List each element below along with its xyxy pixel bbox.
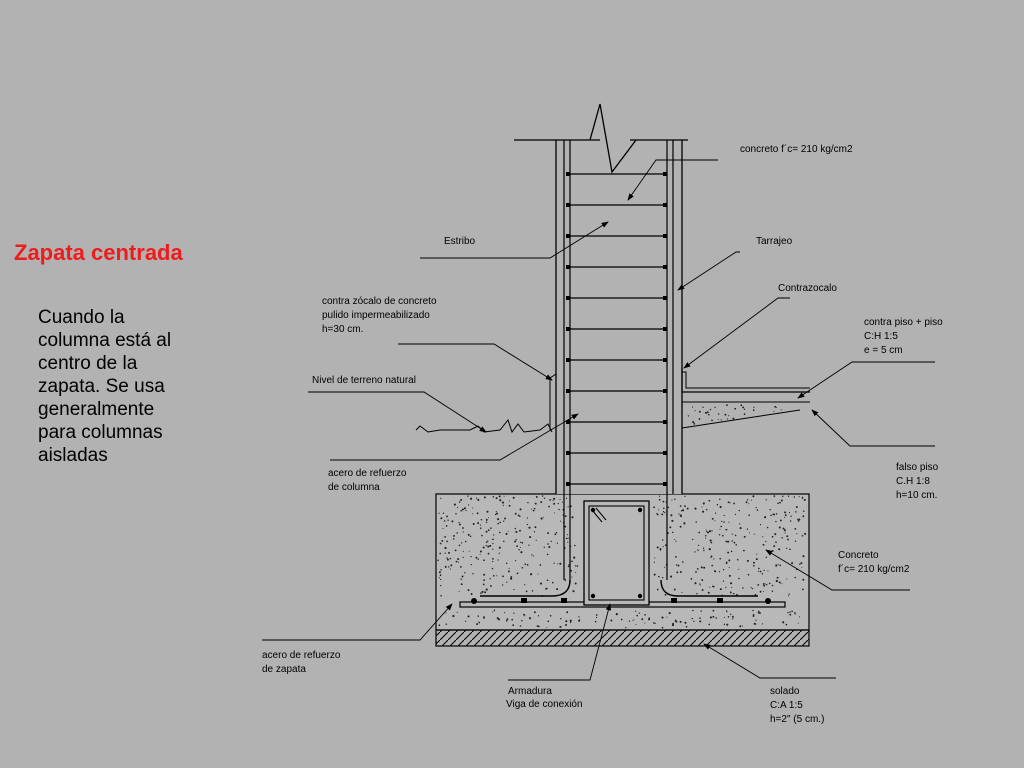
connection-beam — [583, 500, 650, 606]
label-concreto-zapata: Concreto f´c= 210 kg/cm2 — [838, 550, 910, 575]
label-contra-zocalo-concreto: contra zócalo de concreto pulido imperme… — [322, 296, 439, 335]
label-acero-zapata: acero de refuerzo de zapata — [262, 650, 343, 675]
label-estribo: Estribo — [444, 236, 476, 247]
break-line-symbol — [589, 103, 637, 174]
label-contrazocalo: Contrazocalo — [778, 283, 837, 294]
label-tarrajeo: Tarrajeo — [756, 236, 793, 247]
slide-title: Zapata centrada — [14, 240, 183, 265]
column — [480, 103, 758, 597]
concrete-texture — [437, 495, 807, 629]
label-contra-piso: contra piso + piso C:H 1:5 e = 5 cm — [864, 317, 945, 356]
ground-line — [415, 418, 553, 434]
leader-lines — [262, 159, 935, 681]
solado-layer — [435, 629, 810, 647]
label-falso-piso: falso piso C.H 1:8 h=10 cm. — [896, 462, 941, 501]
label-armadura: Armadura Viga de conexión — [506, 686, 583, 710]
label-nivel-terreno: Nivel de terreno natural — [312, 375, 416, 386]
label-solado: solado C:A 1:5 h=2" (5 cm.) — [770, 686, 824, 725]
slide-body-text: Cuando la columna está al centro de la z… — [38, 307, 172, 466]
label-acero-columna: acero de refuerzo de columna — [328, 468, 409, 493]
floor-layers — [681, 368, 810, 429]
label-concreto-columna: concreto f´c= 210 kg/cm2 — [740, 143, 853, 155]
